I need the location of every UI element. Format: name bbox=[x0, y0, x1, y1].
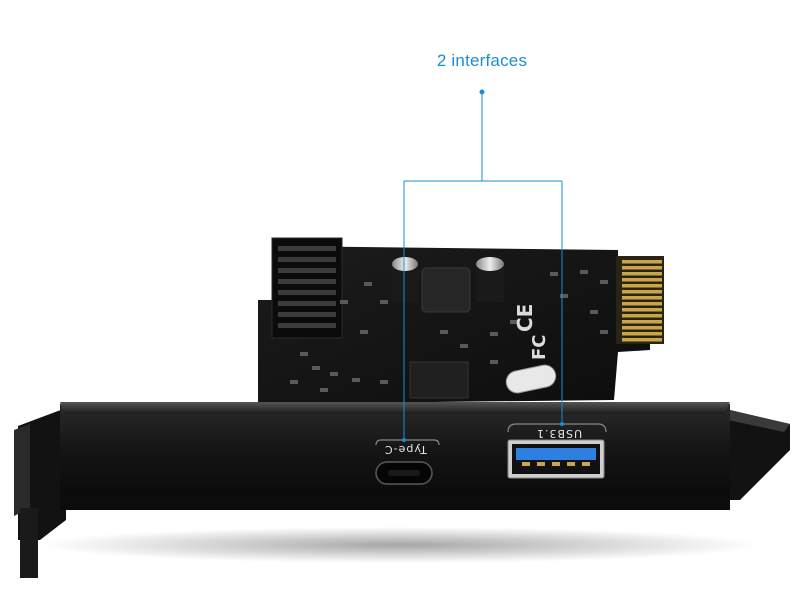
smd-part bbox=[510, 320, 518, 324]
smd-part bbox=[600, 280, 608, 284]
smd-part bbox=[330, 372, 338, 376]
gold-pin bbox=[622, 296, 662, 300]
pcb-board: CE FC bbox=[258, 237, 664, 404]
smd-part bbox=[460, 344, 468, 348]
gold-pin bbox=[622, 338, 662, 342]
smd-part bbox=[380, 380, 388, 384]
gold-pin bbox=[622, 278, 662, 282]
smd-part bbox=[360, 330, 368, 334]
smd-part bbox=[312, 366, 320, 370]
gold-pin bbox=[622, 284, 662, 288]
connector-pin bbox=[278, 279, 336, 284]
gold-pin bbox=[622, 260, 662, 264]
usb-pin bbox=[522, 462, 530, 466]
power-connector bbox=[271, 237, 343, 339]
usb-a-port bbox=[507, 423, 607, 479]
connector-pin bbox=[278, 257, 336, 262]
gold-pin bbox=[622, 326, 662, 330]
connector-pin bbox=[278, 268, 336, 273]
ce-mark: CE bbox=[513, 304, 537, 332]
connector-pin bbox=[278, 290, 336, 295]
gold-pin bbox=[622, 266, 662, 270]
smd-part bbox=[380, 300, 388, 304]
gold-pin bbox=[622, 308, 662, 312]
smd-part bbox=[600, 330, 608, 334]
connector-pin bbox=[278, 246, 336, 251]
smd-part bbox=[440, 330, 448, 334]
smd-part bbox=[550, 272, 558, 276]
usb31-label: USB3.1 bbox=[536, 427, 583, 440]
connector-pin bbox=[278, 323, 336, 328]
type-c-label: Type-C bbox=[384, 443, 427, 456]
callout-lines bbox=[403, 92, 563, 440]
usb-pin bbox=[567, 462, 575, 466]
connector-pin bbox=[278, 301, 336, 306]
smd-part bbox=[352, 378, 360, 382]
gold-edge-connector bbox=[616, 256, 664, 344]
gold-pin bbox=[622, 302, 662, 306]
smd-part bbox=[560, 294, 568, 298]
smd-part bbox=[340, 300, 348, 304]
smd-part bbox=[364, 282, 372, 286]
capacitor-right bbox=[476, 257, 504, 302]
floor-shadow bbox=[40, 527, 760, 563]
smd-part bbox=[580, 270, 588, 274]
capacitor-left bbox=[392, 257, 418, 302]
fc-mark: FC bbox=[529, 334, 550, 360]
smd-part bbox=[300, 352, 308, 356]
smd-part bbox=[490, 332, 498, 336]
callout-end-left bbox=[402, 438, 406, 442]
type-c-port bbox=[375, 439, 440, 485]
callout-end-right bbox=[560, 422, 564, 426]
connector-pin bbox=[278, 312, 336, 317]
callout-title: 2 interfaces bbox=[436, 51, 528, 70]
callout-dot bbox=[479, 89, 485, 95]
inductor bbox=[421, 267, 471, 313]
usb-pin bbox=[537, 462, 545, 466]
gold-pin bbox=[622, 320, 662, 324]
smd-components bbox=[290, 270, 608, 392]
gold-pin bbox=[622, 332, 662, 336]
smd-part bbox=[290, 380, 298, 384]
smd-part bbox=[590, 310, 598, 314]
smd-part bbox=[490, 360, 498, 364]
usb-pin bbox=[552, 462, 560, 466]
gold-pin bbox=[622, 290, 662, 294]
gold-pin bbox=[622, 272, 662, 276]
crystal-oscillator bbox=[505, 364, 557, 394]
smd-part bbox=[320, 388, 328, 392]
controller-chip bbox=[409, 361, 469, 399]
gold-pin bbox=[622, 314, 662, 318]
certification-marks: CE FC bbox=[513, 304, 550, 360]
usb-pin bbox=[582, 462, 590, 466]
